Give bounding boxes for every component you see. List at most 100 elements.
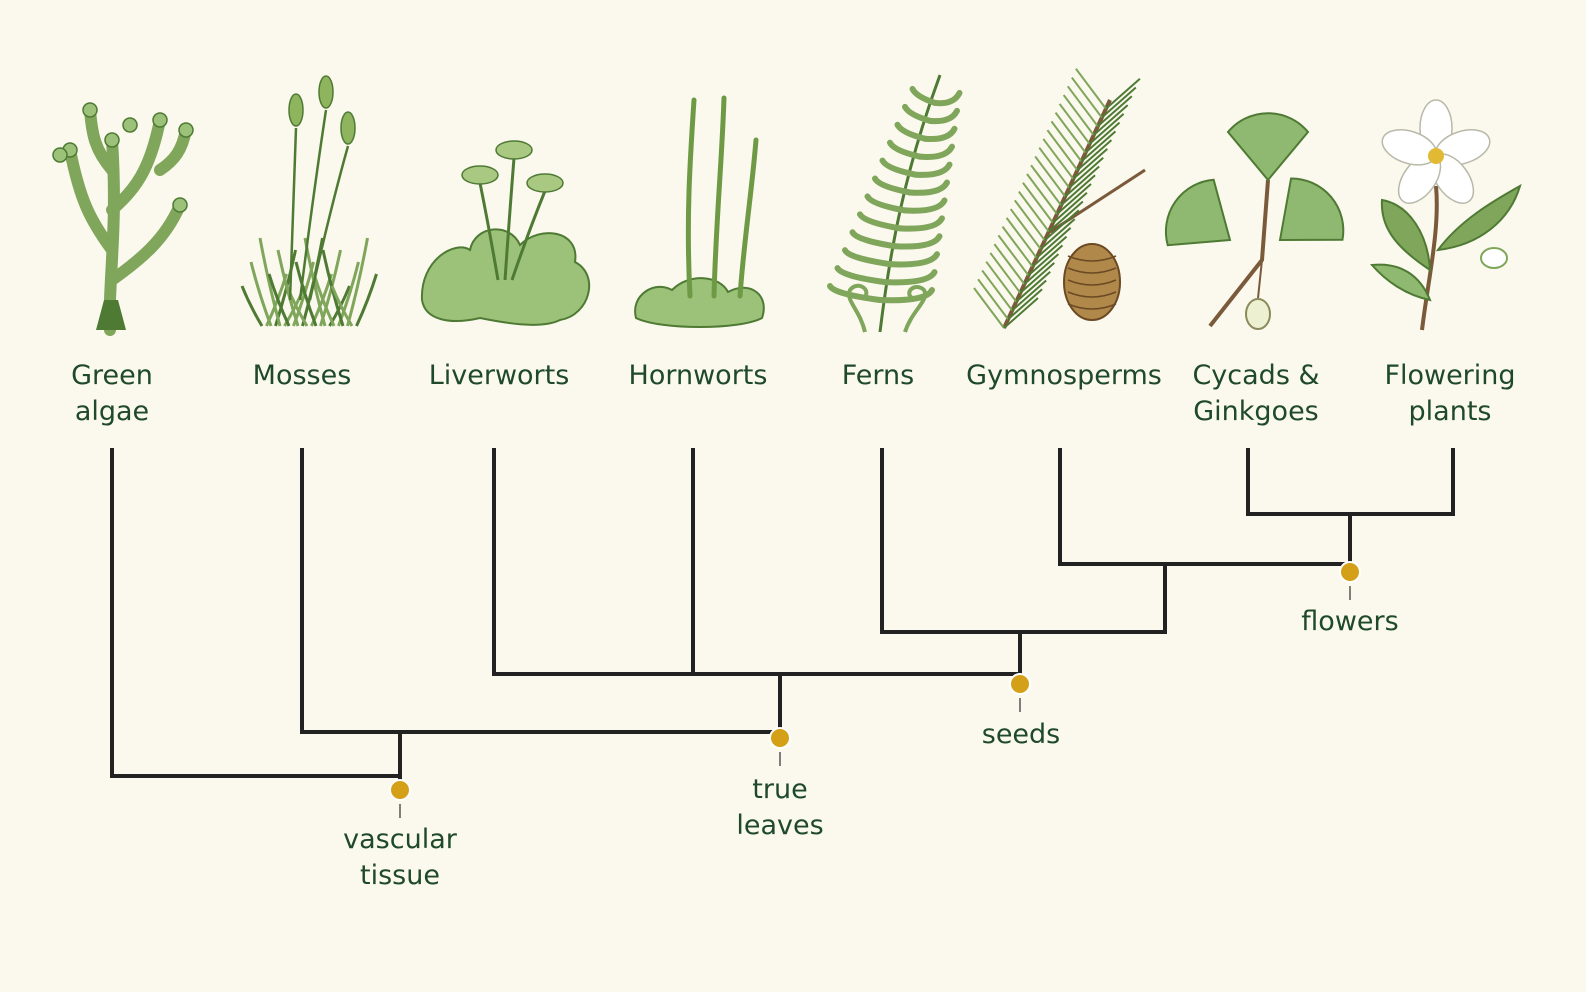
pine-needle-r-4 xyxy=(1019,262,1055,294)
taxon-label-hornworts: Hornworts xyxy=(628,360,768,391)
pine-needle-r-12 xyxy=(1052,192,1088,224)
pine-needle-l-19 xyxy=(1050,120,1083,162)
moss-capsule-0 xyxy=(288,93,304,127)
fern-pinna-left-7 xyxy=(879,157,918,178)
moss-leaf-20 xyxy=(330,285,354,327)
hornwort-icon xyxy=(634,95,765,328)
algae-tip-2 xyxy=(82,102,98,118)
fern-pinna-left-3 xyxy=(849,229,898,250)
fern-pinna-right-5 xyxy=(902,197,948,214)
branch-cycads-flowering xyxy=(1246,448,1455,516)
ginkgo-leaf-left xyxy=(1164,178,1232,247)
algae-tip-6 xyxy=(52,147,68,163)
algae-tip-5 xyxy=(104,132,120,148)
hornwort-horn-0 xyxy=(685,97,697,299)
algae-tip-3 xyxy=(178,122,194,138)
pine-needle-r-20 xyxy=(1084,121,1121,154)
taxon-label-mosses: Mosses xyxy=(252,360,352,391)
pine-needle-l-21 xyxy=(1058,103,1091,145)
node-flowers xyxy=(1339,561,1361,600)
pine-needle-r-17 xyxy=(1072,148,1108,180)
pine-needle-l-5 xyxy=(993,243,1026,285)
fern-icon xyxy=(827,74,963,333)
taxon-label-liverworts: Liverworts xyxy=(428,360,570,391)
moss-seta-0 xyxy=(288,127,298,301)
liverwort-cap-0 xyxy=(461,165,499,185)
pine-needle-l-24 xyxy=(1071,76,1103,119)
moss-leaf-2 xyxy=(249,261,273,327)
pine-needle-r-3 xyxy=(1015,270,1051,303)
fern-pinna-right-4 xyxy=(897,215,945,232)
fern-pinna-left-10 xyxy=(902,103,933,124)
liverwort-stalk-0 xyxy=(478,182,500,281)
moss-leaf-12 xyxy=(294,261,318,327)
pine-needle-l-6 xyxy=(997,234,1030,276)
fern-fiddlehead-right xyxy=(903,285,928,333)
liverwort-icon xyxy=(420,140,591,326)
pine-needle-l-2 xyxy=(981,269,1013,312)
fern-pinna-left-5 xyxy=(864,193,908,214)
fern-pinna-left-6 xyxy=(872,175,913,196)
pine-needle-l-9 xyxy=(1009,208,1042,250)
pine-needle-r-23 xyxy=(1097,95,1133,128)
pine-needle-l-12 xyxy=(1022,182,1054,224)
node-true-leaves-dot xyxy=(769,727,791,749)
fern-pinna-right-2 xyxy=(887,251,940,268)
green-algae-icon xyxy=(52,102,194,336)
flower-stem xyxy=(1420,185,1439,331)
pine-needle-r-9 xyxy=(1040,218,1076,250)
fern-pinna-left-0 xyxy=(827,283,883,303)
algae-branches xyxy=(64,104,192,336)
fern-pinna-right-9 xyxy=(922,125,958,143)
fern-pinna-left-11 xyxy=(909,85,938,106)
ginkgo-seed-stalk xyxy=(1257,259,1263,299)
trait-label-flowers: flowers xyxy=(1301,606,1399,637)
pine-cone-scale-0 xyxy=(1067,255,1117,262)
liverwort-stalk-2 xyxy=(510,190,547,281)
trait-nodes xyxy=(389,561,1361,818)
ginkgo-icon xyxy=(1164,112,1345,330)
moss-icon xyxy=(240,75,378,327)
pine-needle-r-18 xyxy=(1076,139,1113,171)
hornwort-horn-2 xyxy=(737,137,759,299)
pine-branch-icon xyxy=(973,68,1146,329)
flower-icon xyxy=(1369,99,1522,331)
branch-liverworts-hornworts xyxy=(492,448,1020,676)
moss-leaf-4 xyxy=(258,237,282,327)
pine-needle-l-23 xyxy=(1066,85,1099,127)
pine-needle-r-15 xyxy=(1064,165,1100,198)
moss-seta-1 xyxy=(298,109,328,301)
pine-needle-l-17 xyxy=(1042,138,1075,180)
flower-bud xyxy=(1480,247,1508,269)
pine-needle-r-7 xyxy=(1031,235,1068,268)
fern-fiddlehead-left xyxy=(847,283,869,333)
pine-needle-r-24 xyxy=(1101,86,1137,119)
moss-capsule-1 xyxy=(318,75,334,109)
liverwort-cap-1 xyxy=(495,140,533,160)
pine-needle-r-6 xyxy=(1027,244,1064,277)
fern-pinna-right-8 xyxy=(917,143,955,160)
moss-seta-2 xyxy=(308,145,350,301)
moss-capsule-2 xyxy=(340,111,356,145)
node-vascular-tissue-dot xyxy=(389,779,411,801)
pine-needle-r-2 xyxy=(1011,279,1047,312)
fern-pinna-left-4 xyxy=(857,211,903,232)
pine-cone-scale-4 xyxy=(1067,303,1117,310)
branch-green-algae-mosses xyxy=(110,448,782,778)
pine-needle-r-16 xyxy=(1068,156,1104,189)
pine-needle-l-7 xyxy=(1001,226,1034,268)
pine-cone-scale-2 xyxy=(1067,279,1117,286)
pine-cone xyxy=(1063,243,1121,321)
branch-ferns-seed-plants xyxy=(880,448,1167,674)
pine-needle-l-8 xyxy=(1005,217,1038,259)
pine-needle-r-1 xyxy=(1007,288,1043,320)
pine-needle-r-25 xyxy=(1105,78,1141,110)
fern-pinna-right-6 xyxy=(907,179,950,196)
pine-cone-scale-3 xyxy=(1067,291,1117,298)
pine-needle-l-3 xyxy=(985,261,1018,303)
moss-leaf-10 xyxy=(285,285,309,327)
